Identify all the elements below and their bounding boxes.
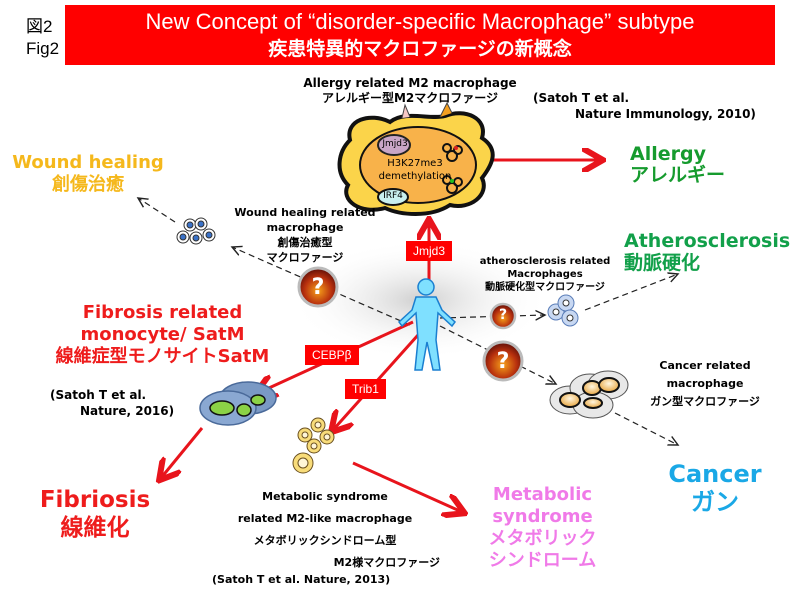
question-icon: ?: [311, 275, 325, 300]
outcome-athero-jp: 動脈硬化: [624, 252, 701, 274]
receptor-orange: [439, 101, 453, 118]
atherosclerosis-cells: [547, 294, 579, 327]
factor-jmjd3-tag: Jmjd3: [406, 240, 453, 261]
h3k27me3-line1: H3K27me3: [387, 158, 443, 169]
cancer-cell-label-2: macrophage: [666, 377, 744, 390]
irf4-protein: [377, 188, 409, 206]
cancer-cell-label-1: Cancer related: [659, 359, 751, 372]
factor-cebpb-tag: CEBPβ: [305, 344, 359, 365]
outcome-allergy-jp: アレルギー: [630, 164, 726, 186]
wound-cell-label-3: 創傷治癒型: [277, 236, 333, 249]
fibrosis-cell-label-2: monocyte/ SatM: [80, 324, 245, 345]
allergy-macrophage-cell: [337, 101, 495, 216]
wound-cell-label: Wound healing related macrophage 創傷治癒型 マ…: [230, 205, 380, 265]
metabolic-cell-label-3: メタボリックシンドローム型: [253, 534, 397, 547]
fibrosis-citation-1: (Satoh T et al.: [50, 388, 147, 402]
outcome-atherosclerosis: Atherosclerosis 動脈硬化: [624, 230, 790, 274]
factor-trib1-tag: Trib1: [345, 378, 386, 399]
outcome-cancer: Cancer ガン: [660, 460, 770, 516]
red-arrow-to-metabolic: [352, 461, 462, 512]
outcome-fibrosis: Fibriosis 線維化: [30, 486, 160, 542]
h3k27me3-label: H3K27me3 demethylation: [370, 157, 460, 183]
human-figure-icon: [397, 278, 457, 371]
allergy-citation-1: (Satoh T et al.: [533, 91, 630, 105]
outcome-fibrosis-en: Fibriosis: [39, 487, 151, 513]
metabolic-cell-label-4: M2様マクロファージ: [333, 556, 440, 569]
outcome-athero-en: Atherosclerosis: [624, 230, 791, 252]
cancer-cell-label-3: ガン型マクロファージ: [650, 395, 760, 408]
athero-cell-label-1: atherosclerosis related: [479, 256, 611, 267]
title-en: New Concept of “disorder-specific Macrop…: [145, 9, 695, 34]
h3k27me3-line2: demethylation: [378, 171, 452, 182]
metabolic-cell-label-2: related M2-like macrophage: [237, 512, 413, 525]
outcome-metabolic-4: シンドローム: [488, 550, 597, 571]
wound-healing-cells: [176, 217, 216, 245]
fibrosis-cell-label: Fibrosis related monocyte/ SatM 線維症型モノサイ…: [30, 302, 295, 368]
factor-trib1: Trib1: [345, 379, 386, 399]
athero-cell-label: atherosclerosis related Macrophages 動脈硬化…: [470, 255, 620, 294]
dashed-arrow-to-cancer: [614, 412, 678, 445]
outcome-wound-healing: Wound healing 創傷治癒: [8, 152, 168, 196]
title-jp: 疾患特異的マクロファージの新概念: [268, 38, 572, 60]
wound-cell-label-1: Wound healing related: [234, 206, 376, 219]
allergy-macrophage-label-en: Allergy related M2 macrophage: [303, 76, 517, 90]
outcome-fibrosis-jp: 線維化: [60, 515, 130, 541]
dashed-arrow-to-wound-healing: [138, 198, 176, 223]
allergy-macrophage-label: Allergy related M2 macrophage アレルギー型M2マク…: [295, 76, 525, 106]
methyl-mark-red: [454, 146, 458, 150]
factor-cebpb: CEBPβ: [305, 345, 359, 365]
unknown-marker-wound: [297, 266, 339, 308]
metabolic-citation: (Satoh T et al. Nature, 2013): [212, 573, 391, 586]
question-icon: ?: [496, 349, 510, 374]
jmjd3-protein: [377, 134, 411, 156]
cancer-cells: [549, 370, 629, 419]
athero-cell-label-3: 動脈硬化型マクロファージ: [485, 282, 605, 293]
question-icon: ?: [498, 307, 508, 323]
receptor-pink: [401, 103, 411, 119]
figure-label-en: Fig2: [26, 39, 60, 58]
unknown-marker-cancer: [482, 340, 524, 382]
outcome-wound-jp: 創傷治癒: [52, 174, 124, 195]
outcome-metabolic-2: syndrome: [492, 506, 593, 527]
dashed-arrow-to-atherosclerosis: [584, 274, 678, 311]
metabolic-cell-label: Metabolic syndrome related M2-like macro…: [210, 486, 440, 574]
outcome-cancer-en: Cancer: [668, 460, 762, 488]
outcome-wound-en: Wound healing: [12, 152, 164, 173]
fibrosis-satm-cells: [199, 381, 277, 426]
figure-label-jp: 図2: [26, 17, 53, 36]
factor-jmjd3: Jmjd3: [406, 241, 453, 261]
cancer-cell-label: Cancer related macrophage ガン型マクロファージ: [630, 357, 780, 411]
outcome-metabolic: Metabolic syndrome メタボリック シンドローム: [475, 484, 610, 572]
outcome-metabolic-1: Metabolic: [492, 484, 593, 505]
outcome-metabolic-3: メタボリック: [488, 528, 597, 549]
irf4-label: IRF4: [383, 191, 403, 201]
figure-label: 図2 Fig2: [26, 16, 59, 60]
fibrosis-cell-label-1: Fibrosis related: [82, 302, 243, 323]
wound-cell-label-2: macrophage: [266, 221, 344, 234]
allergy-macrophage-label-jp: アレルギー型M2マクロファージ: [321, 91, 499, 105]
allergy-citation-2: Nature Immunology, 2010): [575, 107, 756, 121]
jmjd3-label: Jmjd3: [382, 139, 408, 149]
unknown-marker-athero: [489, 302, 517, 330]
title-banner: New Concept of “disorder-specific Macrop…: [65, 5, 775, 65]
red-arrow-to-fibrosis: [161, 427, 204, 478]
outcome-allergy: Allergy アレルギー: [630, 144, 725, 186]
metabolic-cell-label-1: Metabolic syndrome: [262, 490, 388, 503]
fibrosis-cell-label-3: 線維症型モノサイトSatM: [55, 346, 270, 367]
methyl-mark-green: [450, 179, 454, 183]
dashed-arrow-to-wound-cells: [232, 247, 411, 326]
outcome-allergy-en: Allergy: [630, 143, 706, 165]
athero-cell-label-2: Macrophages: [507, 269, 583, 280]
fibrosis-citation-2: Nature, 2016): [80, 404, 175, 418]
outcome-cancer-jp: ガン: [691, 488, 739, 516]
wound-cell-label-4: マクロファージ: [266, 251, 344, 264]
metabolic-cells: [292, 417, 335, 474]
